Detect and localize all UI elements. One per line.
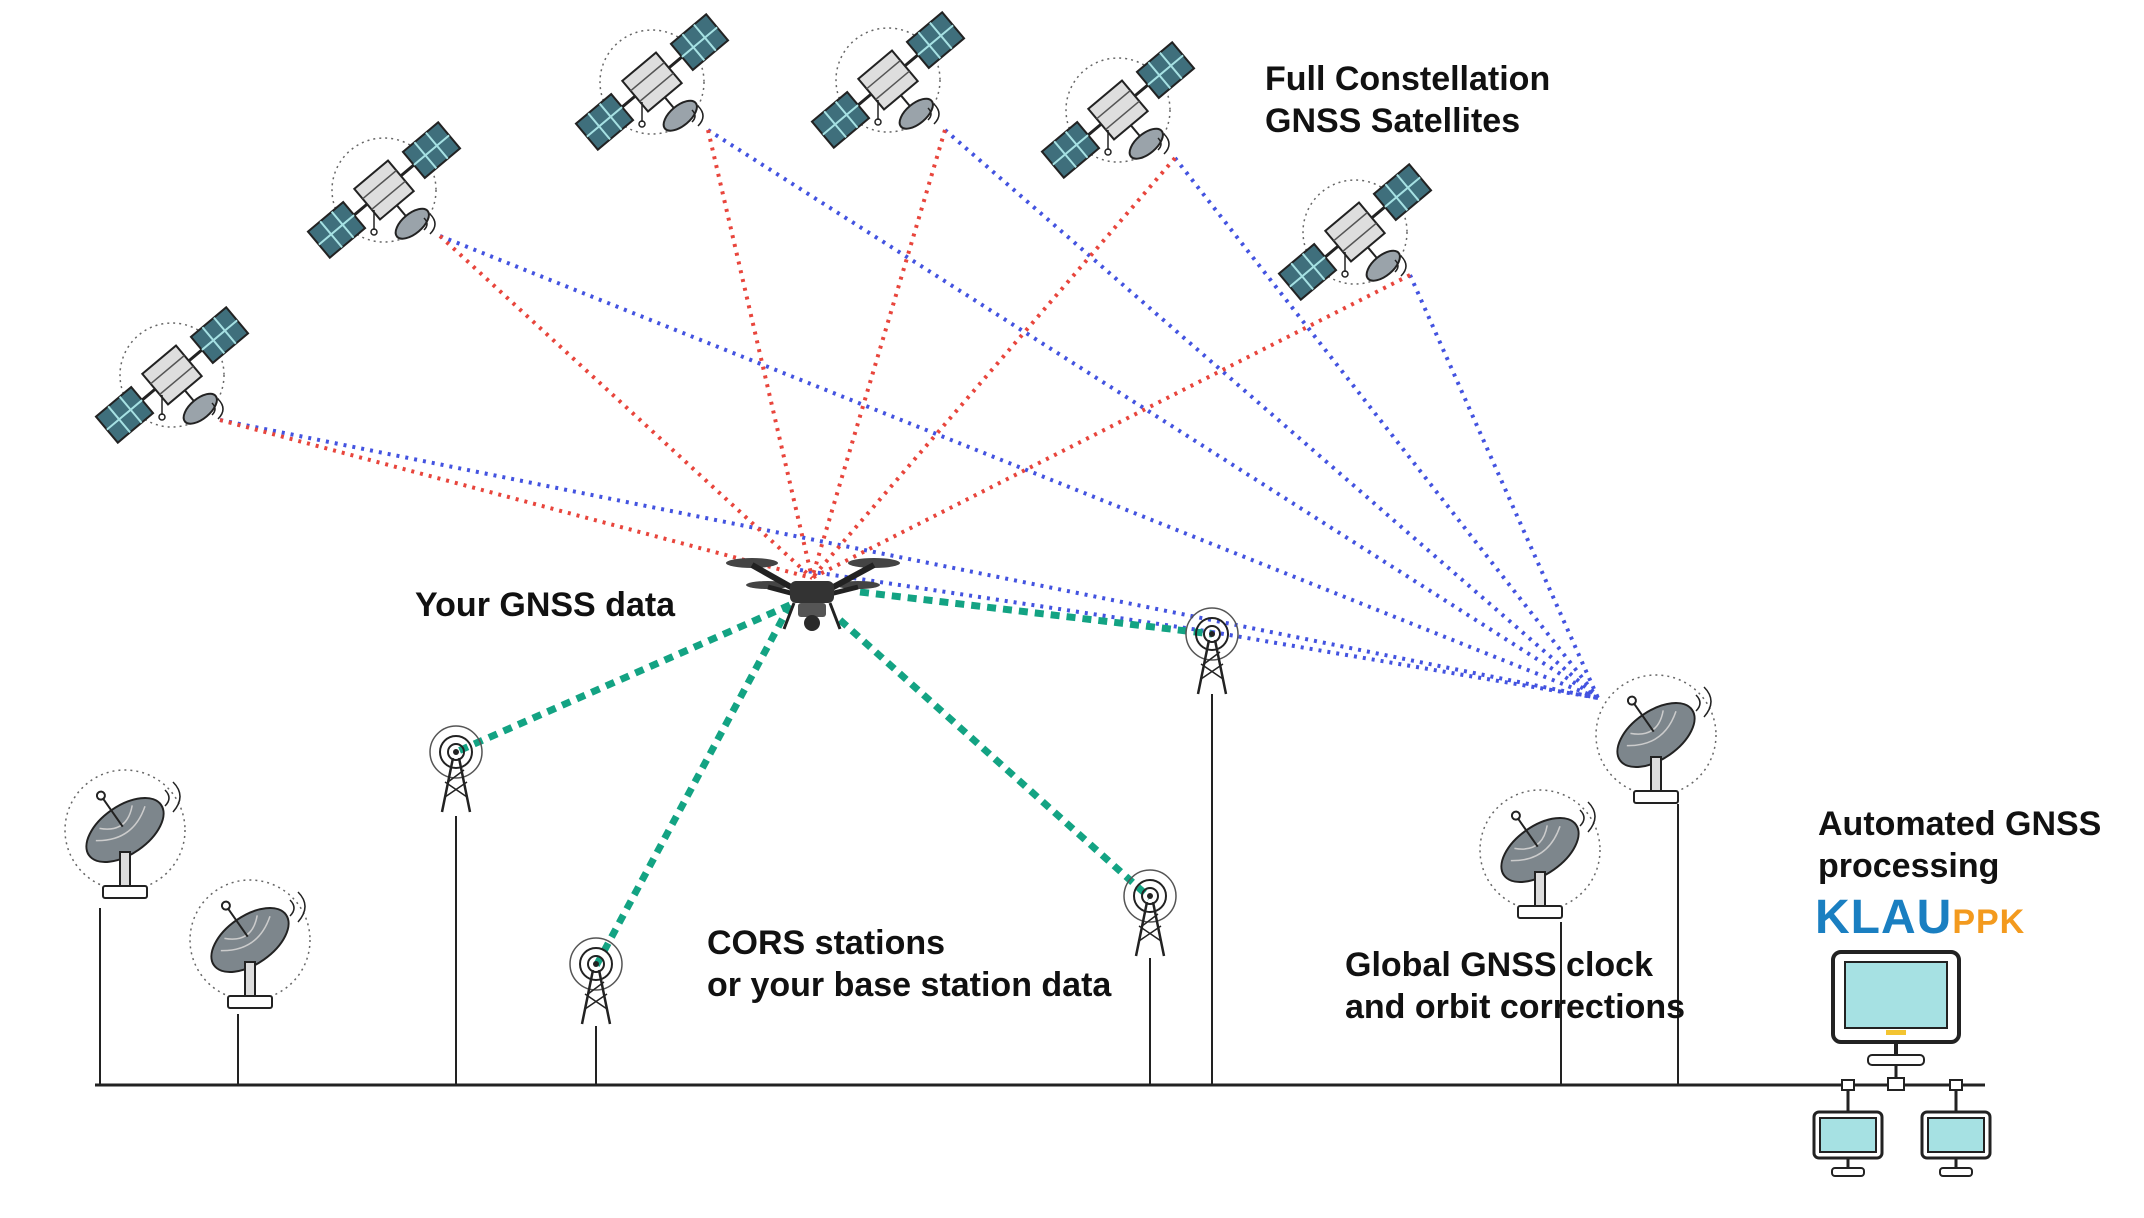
satellite-icon [92, 303, 274, 473]
satellite-dish-icon [1592, 671, 1717, 804]
satellite-icon [572, 10, 754, 180]
radio-tower-icon [568, 936, 624, 1026]
cors-label-line2: or your base station data [707, 966, 1112, 1004]
radio-tower-icon [428, 724, 484, 814]
radio-tower-icon [1184, 606, 1240, 696]
ground-network [95, 694, 1860, 1087]
satellite-icon [304, 118, 486, 288]
satellites-label-line2: GNSS Satellites [1265, 102, 1521, 140]
satellite-dish-icon [61, 766, 186, 899]
correction-links [219, 128, 1600, 700]
satellite-dish-icon [1476, 786, 1601, 919]
drone-icon [726, 558, 900, 631]
processing-label-line2: processing [1818, 847, 2000, 885]
logo-part1: KLAU [1815, 891, 1953, 944]
satellite-links [219, 129, 1411, 580]
computer-network-icon [1810, 950, 1992, 1178]
satellites-label-line1: Full Constellation [1265, 60, 1551, 98]
your-data-label-text: Your GNSS data [415, 586, 676, 624]
corrections-label-line1: Global GNSS clock [1345, 946, 1653, 984]
klauppk-logo: KLAUPPK [1815, 890, 2025, 945]
processing-label: Automated GNSS processing [1818, 803, 2101, 887]
satellite-dish-icon [186, 876, 311, 1009]
cors-label-line1: CORS stations [707, 924, 946, 962]
base-station-links [454, 588, 1213, 968]
satellites-label: Full Constellation GNSS Satellites [1265, 58, 1550, 142]
corrections-label-line2: and orbit corrections [1345, 988, 1686, 1026]
cors-label: CORS stations or your base station data [707, 922, 1111, 1006]
satellite-icon [1275, 160, 1457, 330]
logo-part2: PPK [1952, 903, 2026, 941]
satellite-icon [808, 8, 990, 178]
your-data-label: Your GNSS data [415, 584, 675, 626]
corrections-label: Global GNSS clock and orbit corrections [1345, 944, 1685, 1028]
processing-label-line1: Automated GNSS [1818, 805, 2102, 843]
